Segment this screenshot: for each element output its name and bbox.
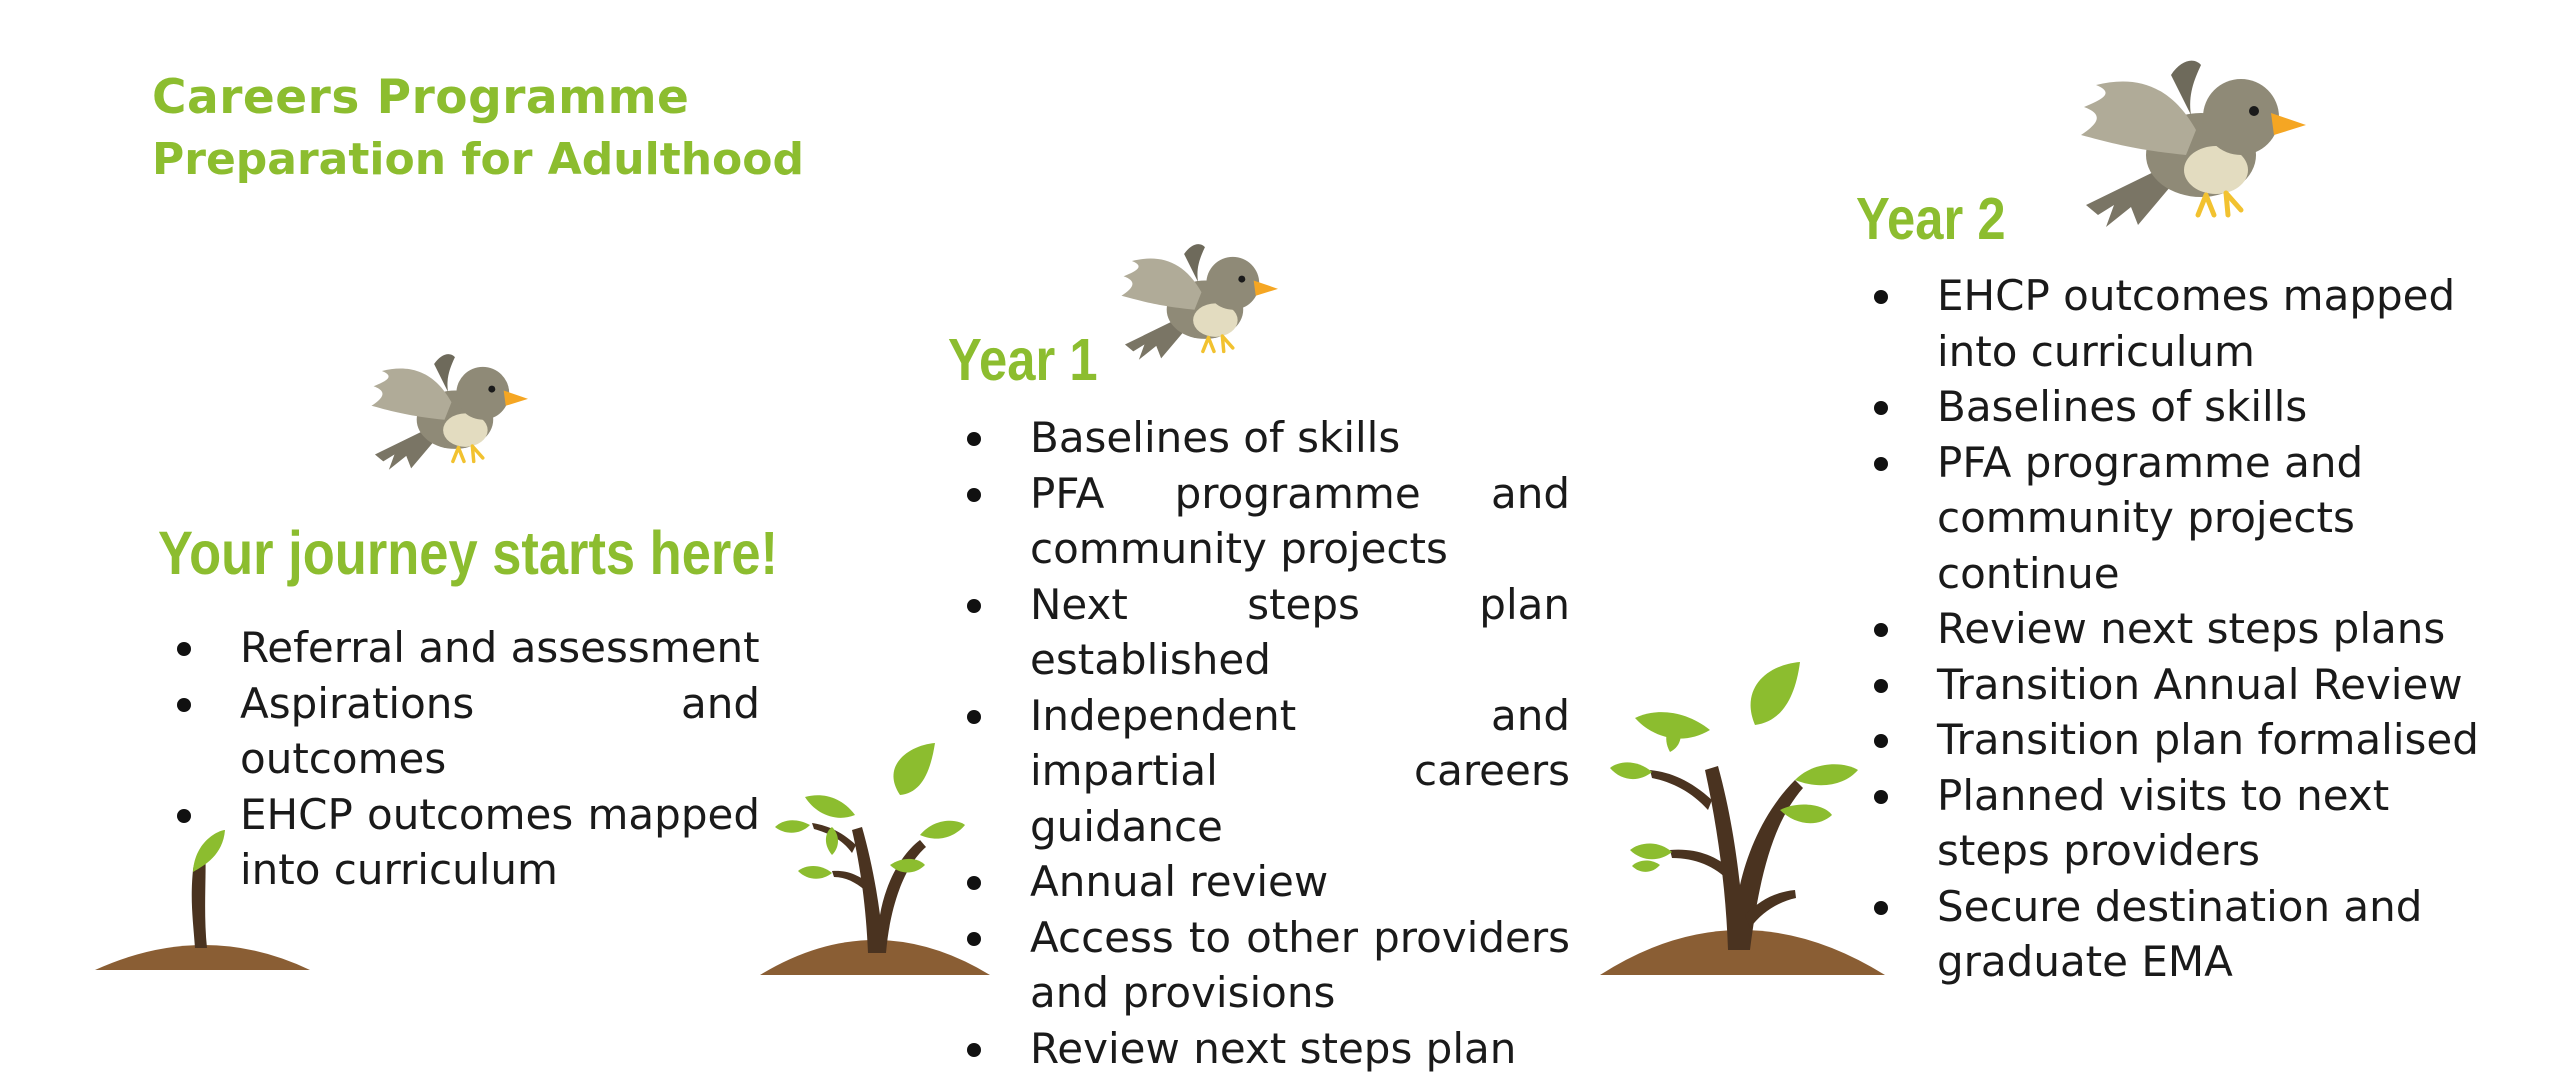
sapling-icon bbox=[760, 735, 995, 980]
list-item: Referral and assessment bbox=[160, 620, 760, 676]
sprout-icon bbox=[95, 810, 315, 975]
page-title: Careers Programme bbox=[152, 70, 689, 125]
list-item: Annual review bbox=[950, 854, 1570, 910]
list-item: Independent and impartial careers guidan… bbox=[950, 688, 1570, 855]
list-item: Aspirations and outcomes bbox=[160, 676, 760, 787]
heading-journey-start: Your journey starts here! bbox=[158, 518, 778, 588]
list-item: Transition plan formalised bbox=[1857, 712, 2487, 768]
list-item: PFA programme and community projects con… bbox=[1857, 435, 2487, 602]
list-item: EHCP outcomes mapped into curriculum bbox=[1857, 268, 2487, 379]
list-item: Next steps plan established bbox=[950, 577, 1570, 688]
list-item: Transition Annual Review bbox=[1857, 657, 2487, 713]
list-item: PFA programme and community projects bbox=[950, 466, 1570, 577]
list-year-2: EHCP outcomes mapped into curriculum Bas… bbox=[1857, 268, 2487, 990]
heading-year-1: Year 1 bbox=[948, 326, 1098, 394]
list-year-1: Baselines of skills PFA programme and co… bbox=[950, 410, 1570, 1076]
page-subtitle: Preparation for Adulthood bbox=[152, 134, 804, 185]
heading-year-2: Year 2 bbox=[1856, 185, 2006, 253]
list-item: Baselines of skills bbox=[1857, 379, 2487, 435]
list-item: Baselines of skills bbox=[950, 410, 1570, 466]
list-item: Review next steps plan bbox=[950, 1021, 1570, 1076]
bird-icon bbox=[368, 350, 528, 472]
list-item: Access to other providers and provisions bbox=[950, 910, 1570, 1021]
bird-icon bbox=[1118, 240, 1278, 362]
list-item: Review next steps plans bbox=[1857, 601, 2487, 657]
list-item: Secure destination and graduate EMA bbox=[1857, 879, 2487, 990]
bird-icon bbox=[2076, 55, 2306, 230]
tree-icon bbox=[1600, 660, 1890, 980]
list-item: Planned visits to next steps providers bbox=[1857, 768, 2487, 879]
